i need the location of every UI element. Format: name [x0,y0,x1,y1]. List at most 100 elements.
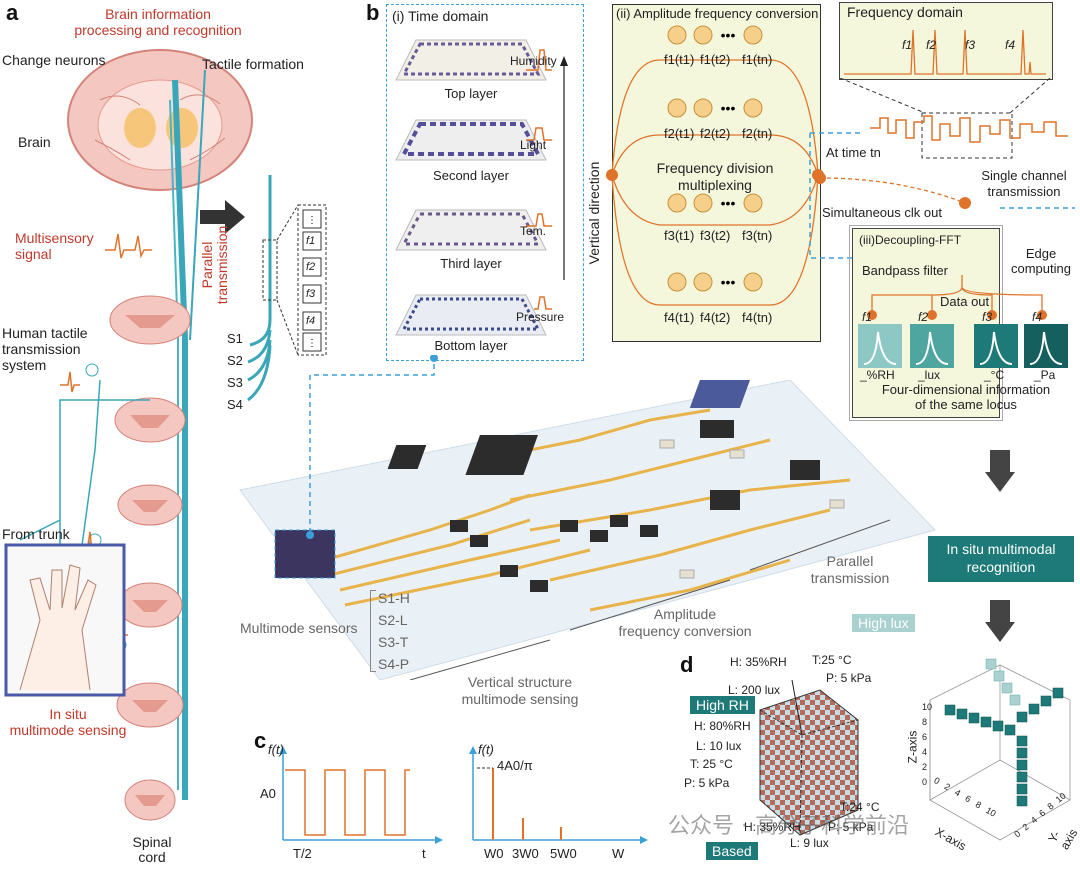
axis-z-label: Z-axis [905,730,920,764]
tactile-formation-label: Tactile formation [202,56,304,72]
svg-text:•••: ••• [721,27,736,43]
at-time-label: At time tn [826,145,881,160]
watermark: 公众号 · 高分子科学前沿 [668,814,909,839]
data-out-label: Data out [940,294,990,309]
layer-bottom: Bottom layer [434,338,508,353]
multimode-sensors-label: Multimode sensors [240,620,358,636]
svg-text:⋮: ⋮ [307,215,317,226]
freq-peak-f3: f3 [965,38,976,52]
freq-row2-t2: f2(t2) [700,126,731,141]
freq-box-f1: f1 [306,235,316,247]
based-l: L: 9 lux [790,836,829,850]
flow-arrows [985,450,1015,642]
based-p: P: 5 kPa [828,820,874,834]
z-tick: 6 [922,732,928,742]
decoupling-box [849,225,1003,421]
filter-tiles [858,324,1068,368]
svg-text:⋮: ⋮ [307,338,317,349]
filter-f2: f2 [918,310,929,324]
vertical-structure-label: Vertical structure multimode sensing [461,674,579,707]
freq-row3-t2: f3(t2) [700,228,731,243]
filter-f1: f1 [862,310,873,324]
svg-text:•••: ••• [721,195,736,211]
high-lux-h: H: 35%RH [730,655,787,669]
high-lux-p: P: 5 kPa [826,671,872,685]
layer-third: Third layer [440,256,502,271]
x-tick: 8 [973,799,984,811]
in-situ-recognition-button: In situ multimodal recognition [928,536,1074,582]
based-tag: Based [706,842,758,860]
amp-freq-conversion-label: Amplitude frequency conversion [618,606,752,639]
sensor-signals-bracket [370,590,376,672]
sensor-signal-s3t: S3-T [378,634,409,650]
freq-row3-tn: f3(tn) [742,228,773,243]
time-domain-box [386,4,584,361]
filter-f3: f3 [982,310,993,324]
frequency-domain-box [839,2,1053,80]
high-rh-h: H: 80%RH [694,719,751,733]
sensor-link-dashes [306,355,438,539]
unit-pa: _Pa [1034,368,1056,382]
freq-row4-t2: f4(t2) [700,310,731,325]
sensor-signal-s4p: S4-P [378,656,410,672]
right-xtick-5w0: 5W0 [550,846,577,861]
freq-box-f2: f2 [306,261,316,273]
z-tick: 8 [922,717,928,727]
time-domain-title: (i) Time domain [392,8,489,24]
brain-label: Brain [18,134,51,150]
x-tick: 2 [942,781,952,793]
high-lux-l: L: 200 lux [728,683,781,697]
high-rh-p: P: 5 kPa [684,776,730,790]
transmission-graphic [809,78,1075,259]
high-rh-tag: High RH [690,696,755,714]
svg-text:•••: ••• [721,274,736,290]
signal-s3: S3 [227,375,243,390]
high-lux-t: T:25 °C [812,653,852,667]
spinal-cord-label: Spinal cord [132,834,172,865]
layers-graphic [395,39,568,336]
signal-s4: S4 [227,397,243,412]
high-rh-l: L: 10 lux [696,739,742,753]
panel-c-graphics [279,746,648,844]
svg-text:•••: ••• [721,100,736,116]
sensor-pressure: Pressure [516,310,565,324]
amp-freq-title: (ii) Amplitude frequency conversion [616,6,819,21]
freq-row1-t1: f1(t1) [664,52,695,67]
left-xlabel: t [422,846,426,861]
freq-row1-t2: f1(t2) [700,52,731,67]
four-dim-label: Four-dimensional information of the same… [881,382,1051,412]
frequency-domain-title: Frequency domain [847,4,963,20]
panel-a-label: a [6,0,19,25]
layer-top: Top layer [444,86,498,101]
sensor-tem: Tem. [520,224,547,238]
right-amp: 4A0/π [497,758,533,773]
freq-peak-f2: f2 [926,38,937,52]
cube-graphic [759,679,859,836]
sensor-light: Light [520,138,547,152]
freq-row2-tn: f2(tn) [742,126,773,141]
fdm-label: Frequency division multiplexing [656,160,774,193]
panel-d-label: d [680,652,694,677]
panel-c-label: c [254,728,267,753]
freq-row4-tn: f4(tn) [742,310,773,325]
left-ylabel: f(t) [268,742,284,757]
edge-computing-label: Edge computing [1011,246,1071,276]
freq-box-f3: f3 [306,288,316,300]
parallel-transmission-caption: Parallel transmission [810,553,890,586]
human-tactile-label: Human tactile transmission system [2,325,88,373]
z-ticks: 10 8 6 4 2 0 [922,700,932,790]
parallel-transmission-label: Parallel transmission [199,225,230,305]
freq-row2-t1: f2(t1) [664,126,695,141]
z-tick: 2 [922,762,928,772]
brain-info-title: Brain information processing and recogni… [74,6,242,38]
x-tick: 6 [963,793,973,805]
unit-celsius: _°C [984,368,1005,382]
sensor-signal-s2l: S2-L [378,612,408,628]
freq-box-f4: f4 [306,315,316,327]
x-tick: 4 [952,787,963,799]
freq-peaks-graphic [844,29,1046,75]
decoupling-tree [867,275,1047,320]
panel-b-label: b [366,0,380,25]
layer-second: Second layer [433,168,509,183]
right-ylabel: f(t) [478,742,494,757]
